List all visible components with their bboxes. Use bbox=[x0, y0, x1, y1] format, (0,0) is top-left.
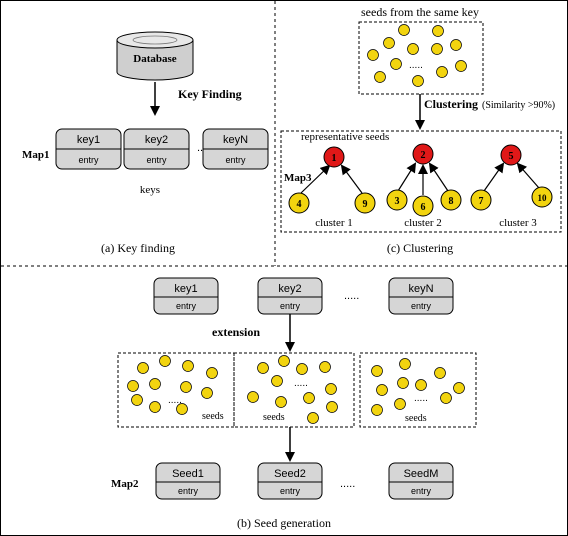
database-label: Database bbox=[133, 53, 177, 65]
map3-label: Map3 bbox=[284, 172, 312, 184]
member-node-4: 4 bbox=[288, 192, 310, 214]
key-entry: entry bbox=[280, 301, 301, 311]
key-box-n: keyN entry bbox=[202, 128, 269, 170]
key-name: keyN bbox=[408, 283, 433, 295]
keys-caption: keys bbox=[140, 184, 160, 196]
svg-text:3: 3 bbox=[395, 196, 400, 207]
svg-text:5: 5 bbox=[509, 151, 514, 162]
seeds-same-key-title: seeds from the same key bbox=[361, 5, 479, 19]
key-name: key2 bbox=[145, 134, 168, 146]
rep-node-2: 2 bbox=[412, 143, 434, 165]
similarity-label: (Similarity >90%) bbox=[482, 100, 555, 111]
seed-cloud-group-3 bbox=[371, 358, 465, 416]
member-node-3: 3 bbox=[386, 189, 408, 211]
key-entry: entry bbox=[411, 301, 432, 311]
key-box-1: key1 entry bbox=[153, 277, 219, 315]
group-1-seeds-label: seeds bbox=[202, 411, 224, 422]
svg-text:10: 10 bbox=[538, 193, 548, 203]
seed-cloud-top bbox=[367, 24, 467, 87]
cluster-1-label: cluster 1 bbox=[315, 217, 353, 229]
panel-b-seed-generation: key1 entry key2 entry ..... keyN entry e… bbox=[111, 277, 477, 530]
seed-dots: ..... bbox=[340, 478, 355, 490]
map1-label: Map1 bbox=[22, 149, 50, 161]
member-node-9: 9 bbox=[354, 192, 376, 214]
seed-name: Seed2 bbox=[274, 468, 306, 480]
key-name: keyN bbox=[223, 134, 248, 146]
seed-box-2: Seed2 entry bbox=[257, 462, 323, 500]
key-box-1: key1 entry bbox=[55, 128, 122, 170]
key-entry: entry bbox=[146, 155, 167, 165]
key-box-n: keyN entry bbox=[388, 277, 454, 315]
svg-text:8: 8 bbox=[449, 196, 454, 207]
rep-node-5: 5 bbox=[500, 144, 522, 166]
svg-text:7: 7 bbox=[479, 196, 484, 207]
seed-box-1: Seed1 entry bbox=[155, 462, 221, 500]
key-name: key1 bbox=[77, 134, 100, 146]
seed-cloud-group-1 bbox=[127, 355, 218, 415]
database-icon: Database bbox=[116, 31, 194, 81]
group-3-seeds-label: seeds bbox=[405, 413, 427, 424]
cluster-3-label: cluster 3 bbox=[499, 217, 537, 229]
seeds-same-key-box bbox=[358, 21, 484, 95]
key-box-2: key2 entry bbox=[123, 128, 190, 170]
key-dots: ..... bbox=[344, 290, 359, 302]
key-name: key2 bbox=[278, 283, 301, 295]
seed-name: SeedM bbox=[404, 468, 439, 480]
panel-b-caption: (b) Seed generation bbox=[237, 516, 331, 530]
key-entry: entry bbox=[78, 155, 99, 165]
map2-label: Map2 bbox=[111, 478, 139, 490]
representative-seeds-label: representative seeds bbox=[301, 131, 389, 143]
seed-cloud-group-2 bbox=[247, 355, 338, 424]
cluster-edges bbox=[300, 162, 540, 195]
svg-text:2: 2 bbox=[421, 150, 426, 161]
member-node-7: 7 bbox=[470, 189, 492, 211]
key-entry: entry bbox=[176, 301, 197, 311]
key-finding-label: Key Finding bbox=[178, 87, 242, 101]
seed-group-3 bbox=[359, 352, 477, 428]
extension-label: extension bbox=[212, 325, 260, 339]
group-2-seeds-label: seeds bbox=[263, 412, 285, 423]
key-box-2: key2 entry bbox=[257, 277, 323, 315]
rep-node-1: 1 bbox=[323, 146, 345, 168]
seed-entry: entry bbox=[280, 486, 301, 496]
key-entry: entry bbox=[225, 155, 246, 165]
seed-name: Seed1 bbox=[172, 468, 204, 480]
seed-box-m: SeedM entry bbox=[388, 462, 454, 500]
panel-c-caption: (c) Clustering bbox=[387, 241, 453, 255]
clustering-label: Clustering bbox=[424, 97, 478, 111]
svg-text:9: 9 bbox=[363, 199, 368, 210]
svg-text:6: 6 bbox=[421, 202, 426, 213]
svg-text:4: 4 bbox=[297, 199, 302, 210]
panel-a-key-finding: Database Key Finding Map1 key1 entry key… bbox=[22, 31, 269, 255]
seed-entry: entry bbox=[178, 486, 199, 496]
key-name: key1 bbox=[174, 283, 197, 295]
seed-group-2 bbox=[233, 352, 355, 428]
group-2-dots: ..... bbox=[294, 378, 308, 389]
seed-entry: entry bbox=[411, 486, 432, 496]
panel-c-clustering: seeds from the same key ..... Clustering… bbox=[280, 5, 562, 255]
panel-a-caption: (a) Key finding bbox=[101, 241, 175, 255]
member-node-10: 10 bbox=[531, 186, 553, 208]
cluster-2-label: cluster 2 bbox=[404, 217, 442, 229]
group-3-dots: ..... bbox=[414, 393, 428, 404]
member-node-6: 6 bbox=[412, 195, 434, 217]
group-1-dots: ..... bbox=[168, 395, 182, 406]
member-node-8: 8 bbox=[440, 189, 462, 211]
svg-text:1: 1 bbox=[332, 153, 337, 164]
clusters-box bbox=[280, 130, 562, 233]
seed-dots-top: ..... bbox=[409, 60, 423, 71]
